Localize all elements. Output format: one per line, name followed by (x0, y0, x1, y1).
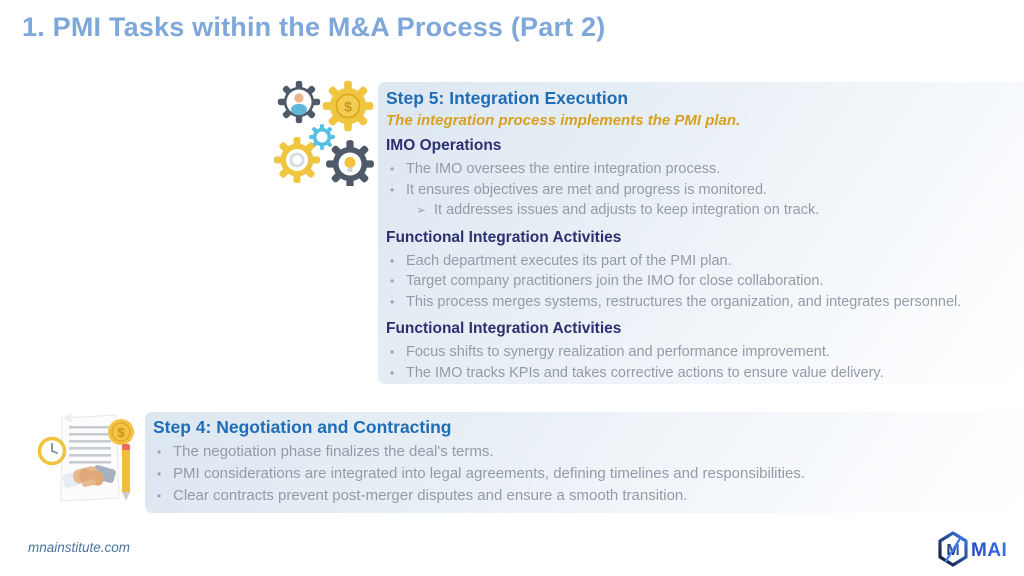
bullet-item: • PMI considerations are integrated into… (153, 463, 1012, 485)
bullet-marker: • (390, 274, 395, 288)
clock-icon (37, 436, 67, 466)
bullet-item: • The IMO tracks KPIs and takes correcti… (386, 363, 1012, 384)
person-body (291, 103, 307, 116)
step5-panel: Step 5: Integration Execution The integr… (378, 82, 1024, 384)
sub-bullet-item: ➢ It addresses issues and adjusts to kee… (412, 200, 1012, 221)
bullet-marker: • (390, 294, 395, 309)
step5-heading: Step 5: Integration Execution (386, 88, 629, 108)
gear-dollar-sign: $ (344, 99, 352, 115)
arrow-bullet-marker: ➢ (416, 203, 427, 217)
section-heading-imo-operations: IMO Operations (386, 137, 502, 154)
bulb-gear-icon (326, 140, 374, 186)
bullet-marker: • (157, 489, 162, 503)
bullet-item: • The negotiation phase finalizes the de… (153, 441, 1012, 463)
bullet-marker: • (157, 445, 162, 459)
bullet-marker: • (390, 253, 395, 268)
bullet-marker: • (390, 182, 395, 197)
bullet-item: • Focus shifts to synergy realization an… (386, 342, 1012, 363)
bullet-item: • It ensures objectives are met and prog… (386, 180, 1012, 201)
bullet-text: Clear contracts prevent post-merger disp… (173, 487, 688, 504)
bullet-text: This process merges systems, restructure… (406, 293, 962, 310)
bullet-item: • This process merges systems, restructu… (386, 292, 1012, 313)
step4-panel: Step 4: Negotiation and Contracting • Th… (145, 412, 1024, 513)
bullet-text: The negotiation phase finalizes the deal… (173, 443, 494, 460)
logo-hexagon-icon: M (938, 531, 968, 567)
bullet-marker: • (157, 467, 162, 481)
bullet-text: It addresses issues and adjusts to keep … (434, 202, 820, 218)
dollar-gear-icon: $ (322, 80, 374, 132)
bullet-item: • Clear contracts prevent post-merger di… (153, 485, 1012, 507)
contract-icon: $ (37, 413, 134, 502)
page-title: 1. PMI Tasks within the M&A Process (Par… (22, 12, 606, 42)
coin-icon: $ (108, 419, 134, 445)
bullet-text: It ensures objectives are met and progre… (406, 181, 768, 198)
bullet-item: • Target company practitioners join the … (386, 271, 1012, 292)
step5-subtitle: The integration process implements the P… (386, 112, 741, 129)
mai-logo: M MAI (938, 531, 1007, 567)
bulb (344, 157, 356, 168)
website-link: mnainstitute.com (28, 540, 131, 555)
center-gear-icon (309, 124, 335, 150)
gears-icon: $ (274, 80, 374, 186)
bullet-text: The IMO oversees the entire integration … (406, 161, 721, 177)
bullet-marker: • (390, 365, 395, 380)
section-heading-functional-2: Functional Integration Activities (386, 320, 622, 337)
bullet-text: PMI considerations are integrated into l… (173, 465, 806, 482)
bullet-text: Each department executes its part of the… (406, 252, 732, 269)
bullet-text: The IMO tracks KPIs and takes corrective… (406, 364, 884, 381)
bullet-item: • Each department executes its part of t… (386, 251, 1012, 272)
bullet-item: • The IMO oversees the entire integratio… (386, 159, 1012, 180)
person-head (294, 93, 304, 103)
search-gear-icon (274, 137, 320, 183)
step4-heading: Step 4: Negotiation and Contracting (153, 417, 452, 437)
bullet-marker: • (390, 162, 395, 176)
handshake-icon (62, 464, 116, 488)
person-gear-icon (277, 80, 321, 124)
logo-text: MAI (971, 540, 1007, 561)
bullet-text: Focus shifts to synergy realization and … (406, 344, 830, 360)
bullet-text: Target company practitioners join the IM… (406, 273, 824, 289)
section-heading-functional-1: Functional Integration Activities (386, 228, 622, 246)
pencil-icon (122, 444, 130, 501)
coin-dollar-sign: $ (117, 425, 125, 440)
bullet-marker: • (390, 345, 395, 359)
